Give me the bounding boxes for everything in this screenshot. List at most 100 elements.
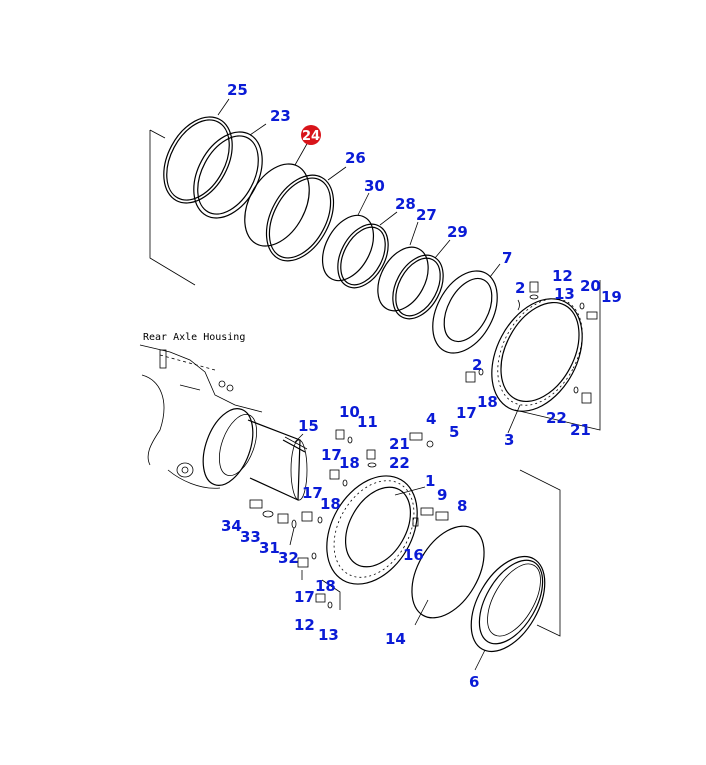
callout-3[interactable]: 3 (504, 431, 514, 449)
callout-27[interactable]: 27 (416, 206, 437, 224)
hub-flange (202, 408, 254, 486)
callout-13-upper[interactable]: 13 (554, 285, 575, 303)
carrier-bracket (321, 579, 341, 610)
plug-8 (435, 511, 449, 521)
callout-12-lower[interactable]: 12 (294, 616, 315, 634)
callout-15[interactable]: 15 (298, 417, 319, 435)
callout-18-low[interactable]: 18 (315, 577, 336, 595)
callout-28[interactable]: 28 (395, 195, 416, 213)
ring-6 (470, 555, 546, 653)
ring-gear-3-inner (500, 301, 580, 403)
axle-shaft (247, 419, 301, 501)
bolt-34 (249, 499, 263, 509)
washer-13-upper (529, 294, 539, 300)
callout-16[interactable]: 16 (403, 546, 424, 564)
housing-detail-line (179, 384, 201, 391)
callout-25[interactable]: 25 (227, 81, 248, 99)
disc-7 (432, 270, 498, 354)
rear-axle-housing (139, 344, 308, 501)
pin-32 (291, 519, 297, 529)
rear-axle-housing-caption: Rear Axle Housing (143, 332, 245, 343)
callout-20[interactable]: 20 (580, 277, 601, 295)
callout-29[interactable]: 29 (447, 223, 468, 241)
callout-33[interactable]: 33 (240, 528, 261, 546)
pin-2-upper (517, 299, 520, 311)
bolt-19 (586, 311, 598, 320)
callout-18-left[interactable]: 18 (320, 495, 341, 513)
ring-26-inner (268, 177, 332, 259)
ring-29-inner (395, 257, 441, 317)
upper-bracket-line (149, 130, 196, 286)
callout-21-lower[interactable]: 21 (389, 435, 410, 453)
housing-boss (176, 462, 194, 478)
disc-7-inner (443, 277, 493, 343)
ring-gear-3 (491, 298, 583, 412)
callout-10[interactable]: 10 (339, 403, 360, 421)
callout-18-upper[interactable]: 18 (477, 393, 498, 411)
bolt-12-upper (529, 281, 539, 293)
callout-17-mid[interactable]: 17 (321, 446, 342, 464)
highlight-marker-label: 24 (302, 129, 320, 144)
callout-1[interactable]: 1 (425, 472, 435, 490)
ring-29 (392, 254, 444, 320)
callout-31[interactable]: 31 (259, 539, 280, 557)
leader-15 (294, 433, 304, 443)
plug-17-low (297, 557, 309, 568)
callout-17-low[interactable]: 17 (294, 588, 315, 606)
callout-12-upper[interactable]: 12 (552, 267, 573, 285)
callout-21-upper[interactable]: 21 (570, 421, 591, 439)
callout-14[interactable]: 14 (385, 630, 406, 648)
callout-22-lower[interactable]: 22 (389, 454, 410, 472)
ring-23-inner (197, 135, 259, 215)
bolt-10 (335, 429, 345, 440)
stud-15-thread (284, 436, 308, 450)
washer-33 (262, 510, 274, 518)
callout-30[interactable]: 30 (364, 177, 385, 195)
stud-15 (282, 439, 306, 453)
callout-26[interactable]: 26 (345, 149, 366, 167)
callout-18-mid[interactable]: 18 (339, 454, 360, 472)
housing-rib (159, 349, 167, 369)
leader-6 (474, 649, 486, 671)
callout-9[interactable]: 9 (437, 486, 447, 504)
callout-22-upper[interactable]: 22 (546, 409, 567, 427)
callout-8[interactable]: 8 (457, 497, 467, 515)
upper-ring-group (149, 116, 601, 431)
housing-lower-curve (167, 469, 221, 489)
callout-17-left[interactable]: 17 (302, 484, 323, 502)
callout-labels: 25 23 26 30 28 27 29 7 2 12 13 20 19 2 1… (221, 81, 622, 691)
washer-13-lower (327, 601, 333, 609)
ring-25 (163, 116, 233, 204)
washer-18-mid (342, 479, 348, 487)
ring-30 (321, 214, 375, 282)
callout-2-upper[interactable]: 2 (515, 279, 525, 297)
leader-32 (289, 527, 295, 546)
callout-11[interactable]: 11 (357, 413, 378, 431)
callout-7[interactable]: 7 (502, 249, 512, 267)
housing-left-curve (141, 374, 165, 466)
highlight-marker (301, 125, 321, 145)
callout-2-mid[interactable]: 2 (472, 356, 482, 374)
pin-16 (412, 517, 419, 527)
washer-20 (579, 302, 585, 310)
ring-25-inner (166, 119, 230, 201)
washer-22-upper (573, 386, 579, 394)
callout-13-lower[interactable]: 13 (318, 626, 339, 644)
callout-17-upper[interactable]: 17 (456, 404, 477, 422)
callout-4[interactable]: 4 (426, 410, 436, 428)
callout-19[interactable]: 19 (601, 288, 622, 306)
leader-14 (414, 599, 429, 626)
callout-32[interactable]: 32 (278, 549, 299, 567)
callout-5[interactable]: 5 (449, 423, 459, 441)
housing-bolt-b (226, 384, 234, 392)
ring-26 (265, 174, 335, 262)
callout-23[interactable]: 23 (270, 107, 291, 125)
callout-34[interactable]: 34 (221, 517, 242, 535)
carrier-1-bore (344, 486, 412, 568)
callout-6[interactable]: 6 (469, 673, 479, 691)
ring-6-bore (487, 563, 541, 637)
carrier-1 (326, 475, 418, 585)
housing-top-outline (139, 344, 263, 413)
leader-24 (294, 141, 309, 166)
leader-23 (249, 123, 267, 136)
